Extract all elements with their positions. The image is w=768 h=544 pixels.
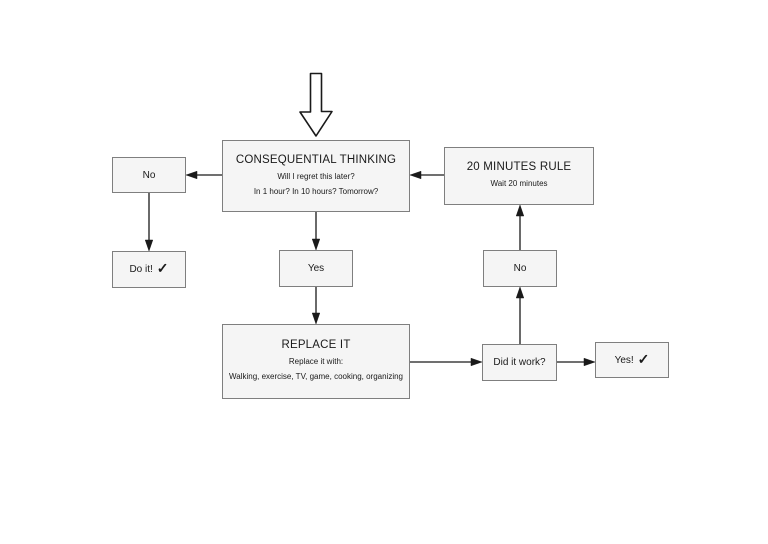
node-subtext: Walking, exercise, TV, game, cooking, or… [228,372,403,381]
node-label: Yes! [614,354,634,366]
arrow-didwork-to-yes [557,357,596,367]
node-subtext: Will I regret this later? [277,171,355,181]
node-label: Yes [307,263,325,274]
node-yes: Yes [279,250,353,287]
node-title: CONSEQUENTIAL THINKING [235,153,397,166]
arrow-didwork-to-no [515,286,525,344]
node-label: Did it work? [493,357,546,368]
start-arrow-icon [299,72,333,137]
arrow-no-to-doit [144,193,154,252]
node-subtext: Wait 20 minutes [490,179,548,188]
node-replace-it: REPLACE IT Replace it with: Walking, exe… [222,324,410,399]
node-title: 20 MINUTES RULE [466,161,572,173]
arrow-yes-to-replace [311,287,321,325]
node-yes-done: Yes! ✓ [595,342,669,378]
arrow-consequential-to-yes [311,212,321,251]
node-label: Do it! [129,264,153,275]
node-consequential-thinking: CONSEQUENTIAL THINKING Will I regret thi… [222,140,410,212]
check-icon: ✓ [156,260,169,276]
node-subtext: Replace it with: [288,357,344,366]
node-do-it: Do it! ✓ [112,251,186,288]
node-20-minutes-rule: 20 MINUTES RULE Wait 20 minutes [444,147,594,205]
node-no-right: No [483,250,557,287]
node-label: No [513,263,527,274]
node-subtext: In 1 hour? In 10 hours? Tomorrow? [253,186,379,196]
arrow-twenty-to-consequential [409,170,444,180]
node-title: REPLACE IT [281,339,351,351]
arrow-replace-to-didwork [410,357,483,367]
node-did-it-work: Did it work? [482,344,557,381]
node-label: No [142,169,156,181]
arrow-consequential-to-no [185,170,222,180]
check-icon: ✓ [637,350,650,367]
arrow-no-to-twenty [515,204,525,250]
node-no-left: No [112,157,186,193]
